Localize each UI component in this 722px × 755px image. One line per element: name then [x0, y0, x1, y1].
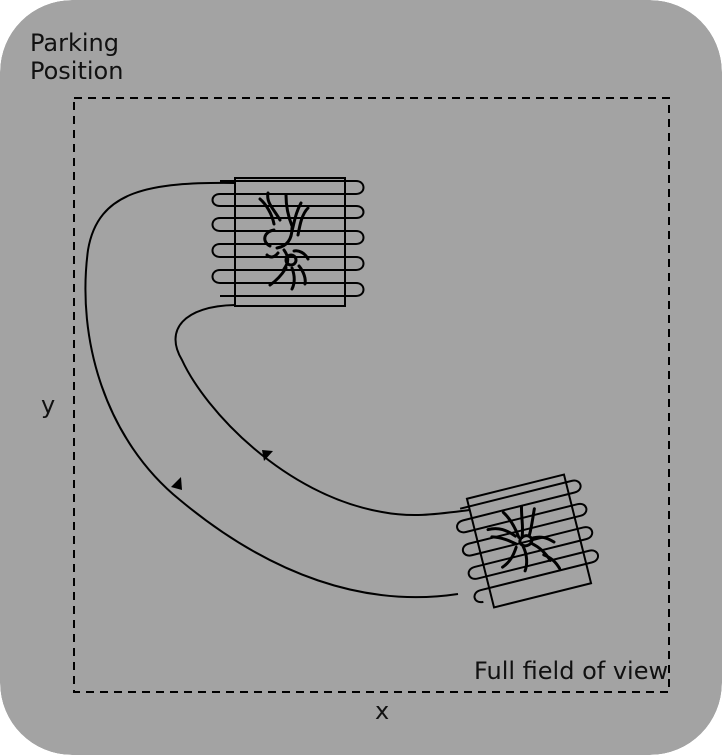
lower-raster-scan — [456, 479, 599, 604]
inner-travel-path — [174, 304, 471, 517]
lower-neuron-sketch — [486, 505, 562, 573]
upper-neuron-sketch — [258, 191, 310, 291]
inner-path-arrow-icon — [262, 450, 273, 461]
outer-path-arrow-icon — [171, 477, 182, 490]
full-field-of-view-boundary — [73, 97, 670, 693]
upper-raster-scan — [211, 180, 365, 297]
parking-position-label: Parking Position — [30, 29, 124, 85]
x-axis-label: x — [375, 697, 390, 725]
outer-travel-path — [84, 181, 459, 599]
full-field-of-view-label: Full field of view — [474, 657, 669, 685]
upper-scan-box — [234, 177, 346, 307]
y-axis-label: y — [41, 391, 56, 419]
